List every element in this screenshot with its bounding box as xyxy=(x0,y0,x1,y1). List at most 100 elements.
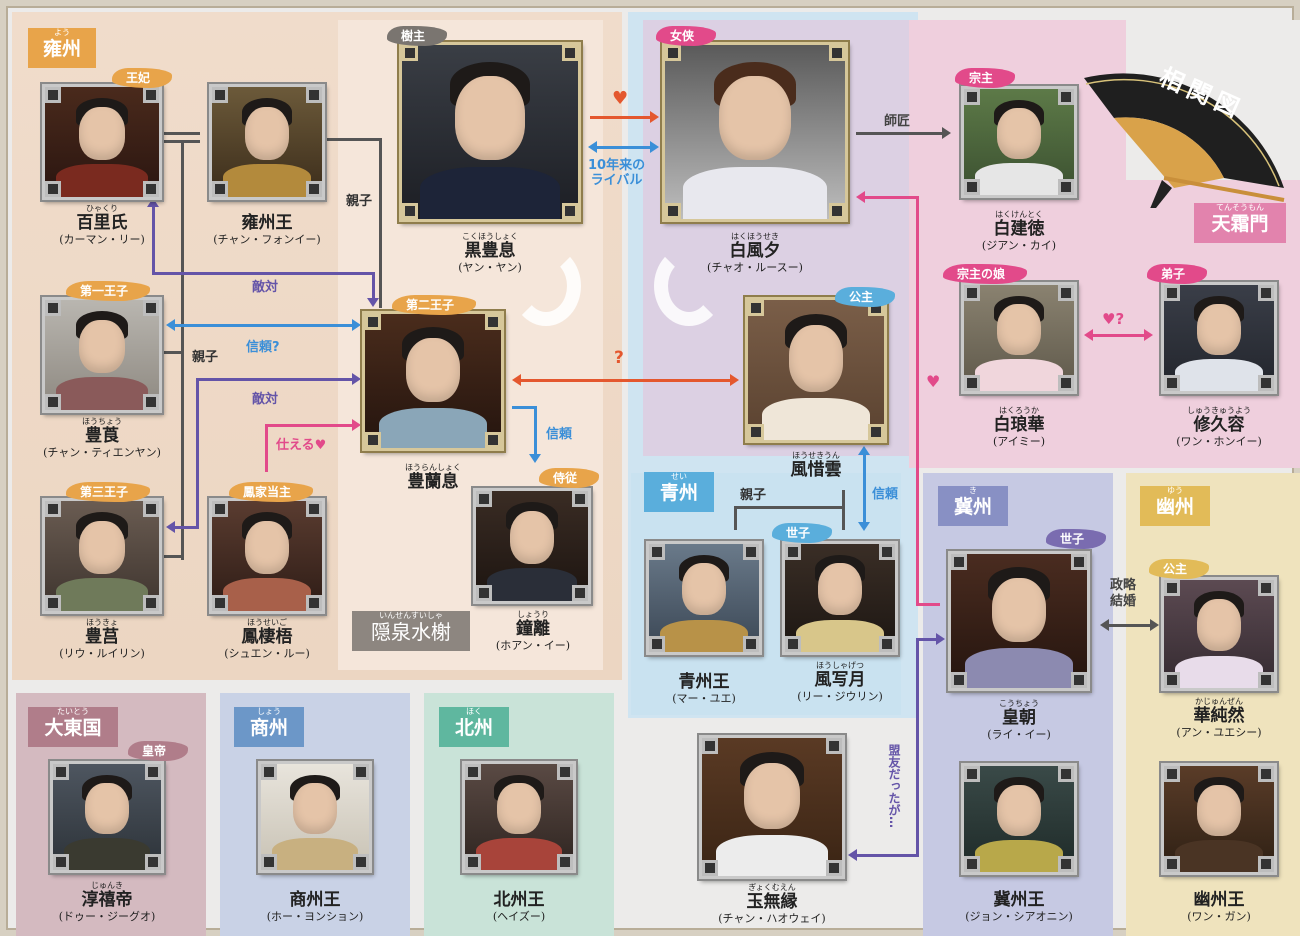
faction-label-yong: よう 雍州 xyxy=(28,28,96,68)
character-caption: ほうしゃげつ 風写月 (リー・ジウリン) xyxy=(797,661,883,703)
relation-hostile-label: 敵対 xyxy=(252,392,279,407)
portrait xyxy=(745,297,887,443)
arrow-down-icon xyxy=(529,454,541,463)
portrait xyxy=(1161,763,1277,875)
title-fan: 相関図 xyxy=(1074,28,1294,223)
hostile-line-2 xyxy=(196,378,354,381)
arrow-right-icon xyxy=(1144,329,1153,341)
love-q-line xyxy=(1092,334,1146,337)
relation-trust-label: 信頼 xyxy=(546,427,573,442)
portrait xyxy=(1161,282,1277,394)
relation-love-q-label: ♥? xyxy=(1102,310,1125,328)
relation-rival-label: 10年来の ライバル xyxy=(588,158,646,188)
master-line xyxy=(856,132,944,135)
portrait xyxy=(462,761,576,873)
character-caption: かじゅんぜん 華純然 (アン・ユエシー) xyxy=(1176,697,1262,739)
role-badge: 第一王子 xyxy=(66,281,151,301)
role-badge: 公主 xyxy=(835,287,896,307)
portrait xyxy=(961,86,1077,198)
portrait xyxy=(362,311,504,451)
role-badge: 宗主 xyxy=(955,68,1016,88)
role-badge: 王妃 xyxy=(112,68,173,88)
portrait xyxy=(699,735,845,879)
hostile-line xyxy=(152,204,155,274)
arrow-right-icon xyxy=(936,633,945,645)
portrait xyxy=(961,763,1077,875)
hostile-line xyxy=(152,272,374,275)
rival-line xyxy=(596,146,652,149)
portrait xyxy=(209,498,325,614)
role-badge: 世子 xyxy=(1046,529,1107,549)
trust-line-zhongli xyxy=(512,406,536,409)
relation-hostile-label: 敵対 xyxy=(252,280,279,295)
character-caption: ひゃくり 百里氏 (カーマン・リー) xyxy=(59,204,145,246)
arrow-right-icon xyxy=(650,141,659,153)
relation-former-ally-label: 盟友だったが… xyxy=(887,744,901,828)
arrow-right-icon xyxy=(352,419,361,431)
pink-heart-icon: ♥ xyxy=(926,372,941,391)
arrow-right-icon xyxy=(730,374,739,386)
relation-question-label: ? xyxy=(614,348,624,368)
portrait xyxy=(961,282,1077,394)
trust-line-qing xyxy=(863,454,866,524)
family-line-lanxi xyxy=(322,138,382,141)
role-badge: 宗主の娘 xyxy=(943,264,1028,284)
arrow-right-icon xyxy=(650,111,659,123)
portrait xyxy=(42,498,162,614)
character-caption: こうちょう 皇朝 (ライ・イー) xyxy=(987,699,1051,741)
character-caption: 冀州王 (ジョン・シアオニン) xyxy=(965,890,1073,924)
relation-trust-label: 信頼 xyxy=(872,487,899,502)
former-ally-line xyxy=(916,638,919,856)
arrow-left-icon xyxy=(166,521,175,533)
character-caption: ほうちょう 豊莨 (チャン・ティエンヤン) xyxy=(43,417,161,459)
hostile-line-2 xyxy=(196,378,199,528)
role-badge: 第二王子 xyxy=(392,295,477,315)
faction-label-dadong: たいとう 大東国 xyxy=(28,707,118,747)
role-badge: 公主 xyxy=(1149,559,1210,579)
portrait xyxy=(1161,577,1277,691)
portrait xyxy=(646,541,762,655)
arrow-right-icon xyxy=(352,319,361,331)
relation-oyako-label: 親子 xyxy=(192,350,219,365)
portrait xyxy=(42,84,162,200)
relation-trust-q-label: 信頼? xyxy=(246,340,280,355)
trust-line-zhongli xyxy=(534,406,537,456)
role-badge: 鳳家当主 xyxy=(229,482,314,502)
pink-love-line xyxy=(916,196,919,606)
faction-label-ji: き 冀州 xyxy=(938,486,1008,526)
character-caption: 北州王 (ヘイズー) xyxy=(492,890,546,924)
faction-label-bei: ほく 北州 xyxy=(439,707,509,747)
character-caption: こくほうしょく 黒豊息 (ヤン・ヤン) xyxy=(458,232,522,274)
qing-family-line xyxy=(734,506,737,530)
relation-serve-label: 仕える♥ xyxy=(276,438,327,453)
arrow-right-icon xyxy=(352,373,361,385)
arrow-left-icon xyxy=(166,319,175,331)
character-caption: ほうきょ 豊莒 (リウ・ルイリン) xyxy=(59,618,145,660)
portrait xyxy=(258,761,372,873)
character-caption: 青州王 (マー・ユエ) xyxy=(672,672,736,706)
character-caption: しょうり 鐘離 (ホアン・イー) xyxy=(495,610,571,652)
portrait xyxy=(42,297,162,413)
faction-label-tianshuang: てんそうもん 天霜門 xyxy=(1194,203,1286,243)
arrow-left-icon xyxy=(512,374,521,386)
portrait xyxy=(473,488,591,604)
relation-master-label: 師匠 xyxy=(884,114,911,129)
family-trunk xyxy=(181,140,184,560)
character-caption: 幽州王 (ワン・ガン) xyxy=(1187,890,1251,924)
faction-label-shang: しょう 商州 xyxy=(234,707,304,747)
role-badge: 樹主 xyxy=(387,26,448,46)
trust-line xyxy=(174,324,354,327)
faction-label-yinquan: いんせんすいしゃ 隠泉水榭 xyxy=(352,611,470,651)
role-badge: 世子 xyxy=(772,523,833,543)
faction-label-you: ゆう 幽州 xyxy=(1140,486,1210,526)
arrow-up-icon xyxy=(147,198,159,207)
former-ally-line xyxy=(916,638,938,641)
character-caption: ほうせいご 鳳棲梧 (シュエン・ルー) xyxy=(224,618,310,660)
role-badge: 侍従 xyxy=(539,468,600,488)
character-caption: 雍州王 (チャン・フォンイー) xyxy=(213,213,321,247)
former-ally-line xyxy=(856,854,919,857)
role-badge: 弟子 xyxy=(1147,264,1208,284)
love-line xyxy=(590,116,652,119)
arrow-down-icon xyxy=(367,298,379,307)
